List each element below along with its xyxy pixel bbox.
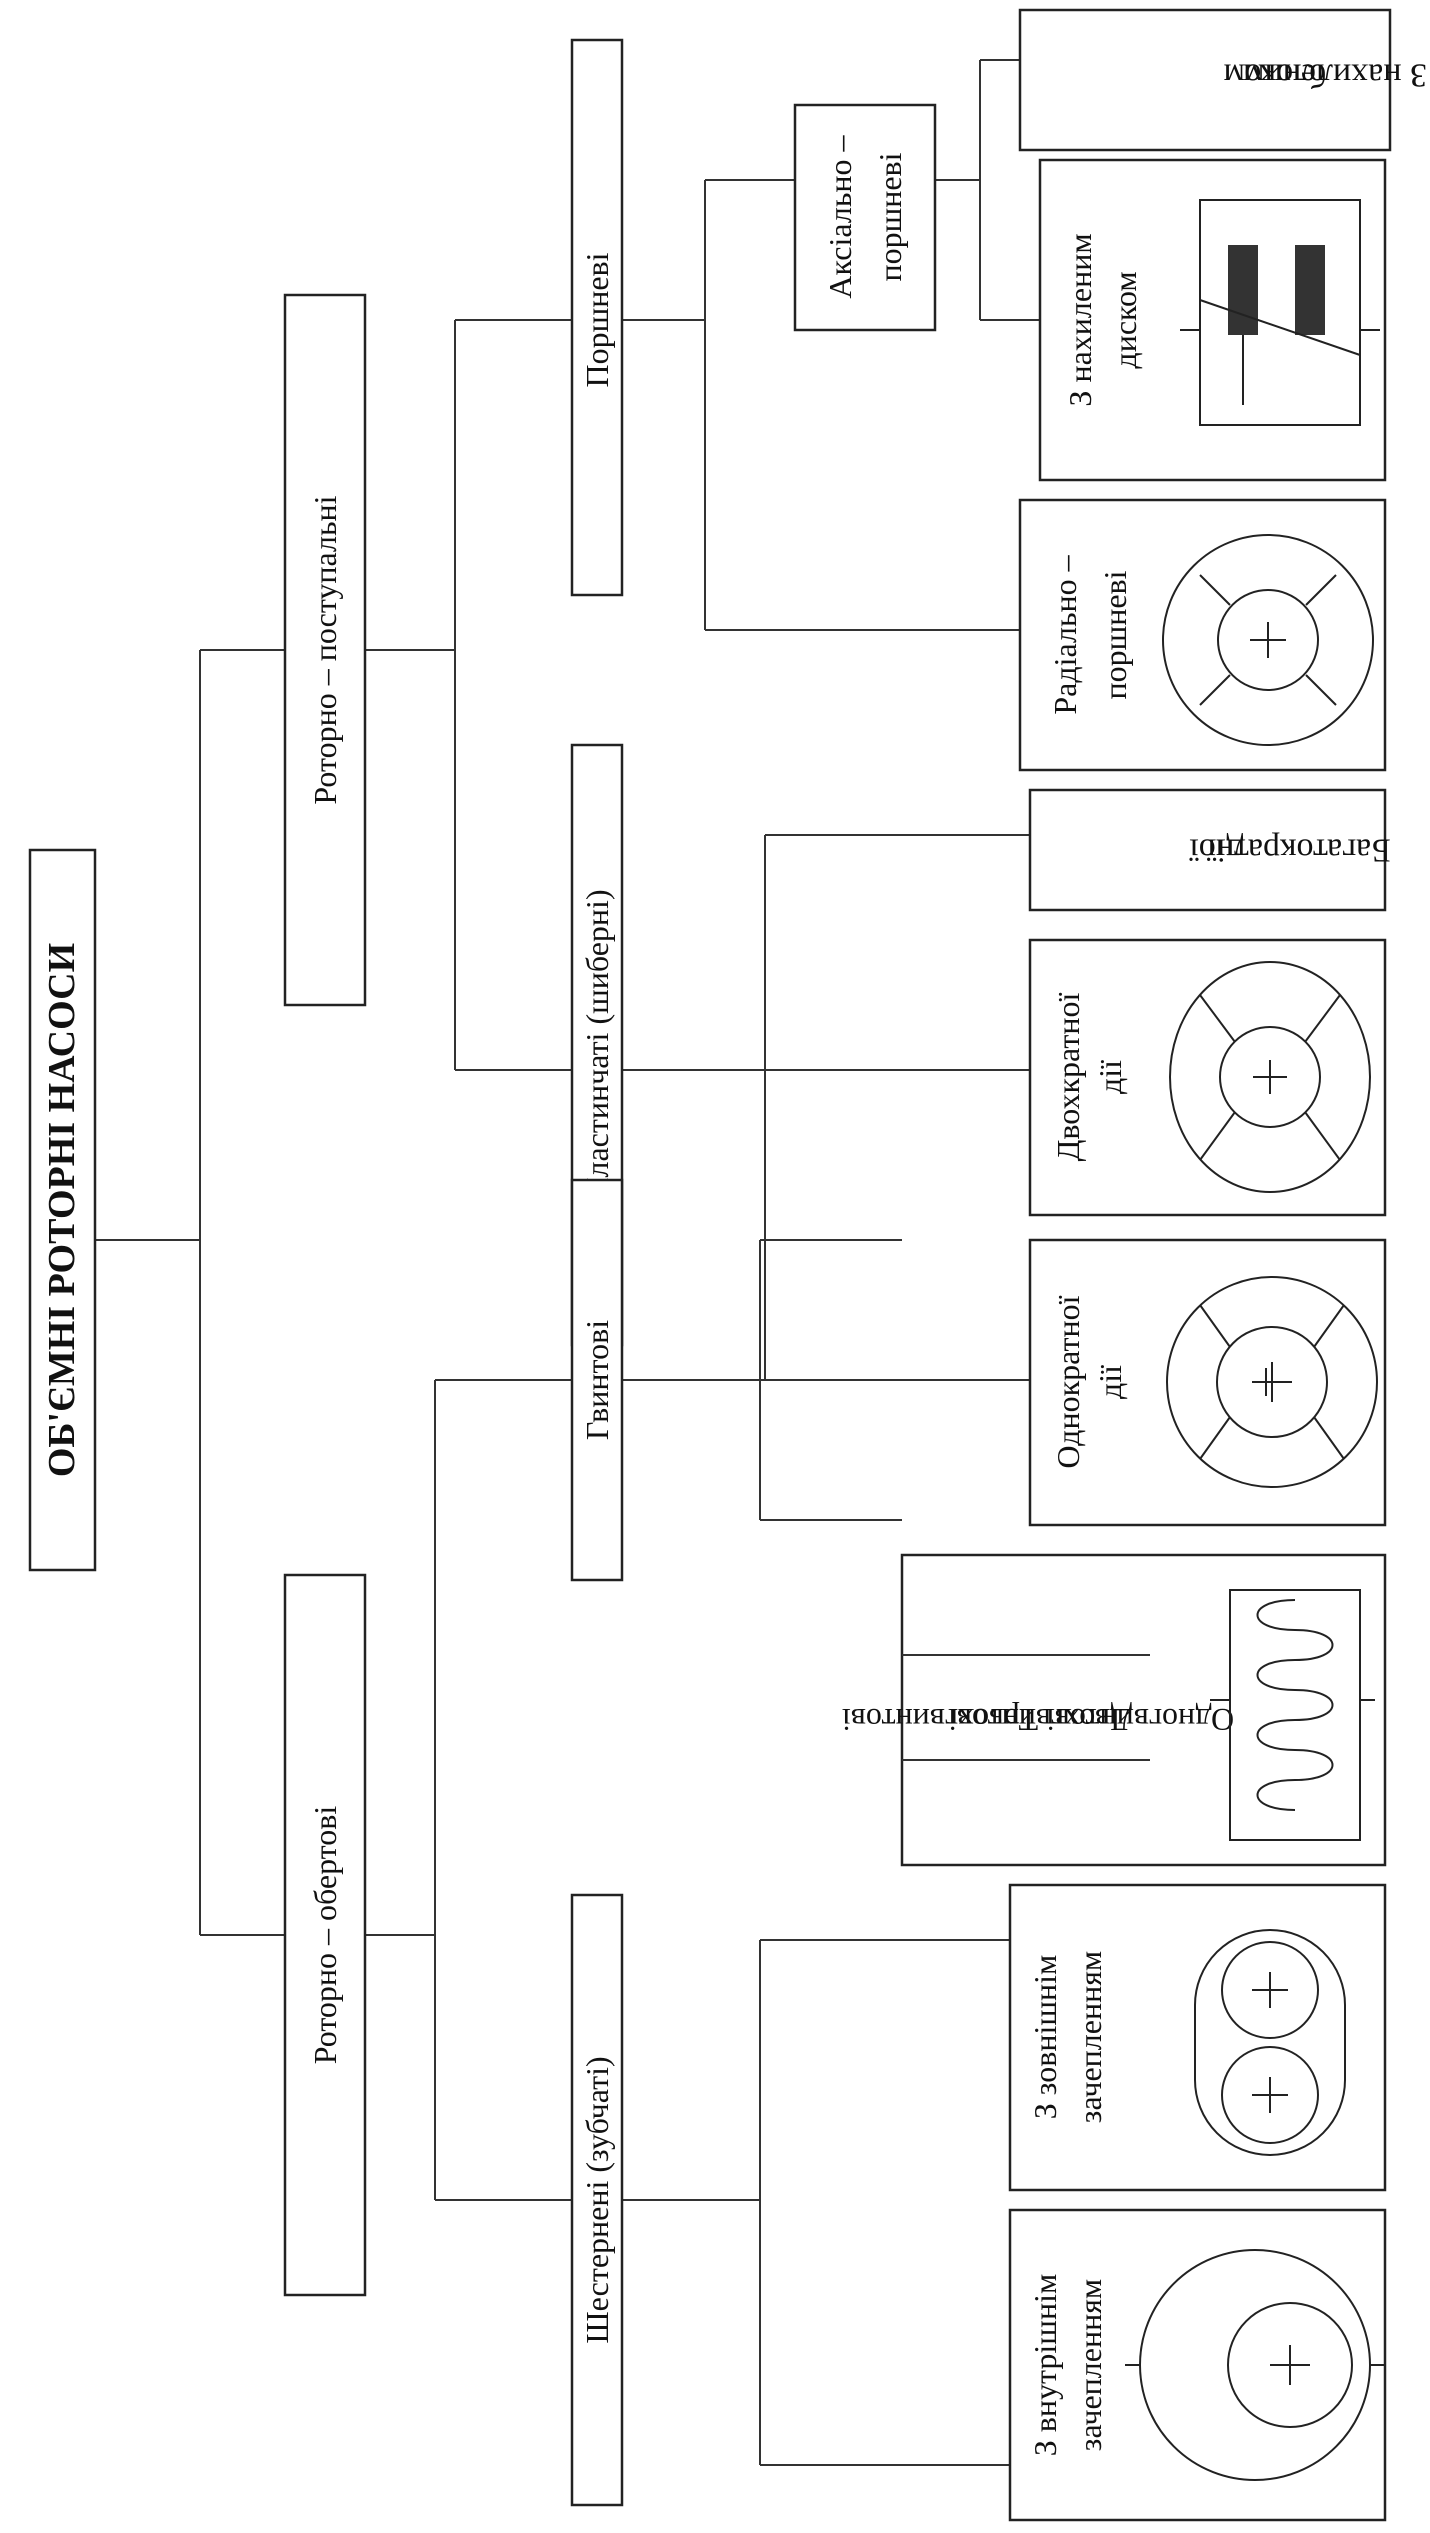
svg-text:Двохкратної: Двохкратної [1050, 992, 1086, 1161]
svg-text:дії: дії [1092, 1060, 1128, 1094]
svg-text:дії: дії [1092, 1365, 1128, 1399]
connector-lines [95, 59, 1040, 2466]
leaf-axial-inclined-block: З нахиленим блоком [1018, 8, 1427, 152]
svg-text:зачепленням: зачепленням [1072, 2279, 1108, 2451]
svg-text:Шестернені (зубчаті): Шестернені (зубчаті) [579, 2056, 615, 2343]
subgroup-axial-piston: Аксіально – поршневі [793, 103, 937, 332]
leaf-vane-single-acting: Однократної дії [1028, 1238, 1387, 1527]
leaf-screw-double: Двохгвинтові [948, 1702, 1132, 1738]
leaf-gear-internal: З внутрішнім зачепленням [1008, 2208, 1387, 2522]
diagram-title: ОБ'ЄМНІ РОТОРНІ НАСОСИ [41, 943, 83, 1477]
svg-text:блоком: блоком [1223, 57, 1326, 94]
svg-text:Гвинтові: Гвинтові [579, 1320, 615, 1440]
screw-rotor-icon [1210, 1589, 1375, 1841]
svg-text:Роторно – поступальні: Роторно – поступальні [307, 495, 343, 804]
subgroup-gear: Шестернені (зубчаті) [570, 1893, 624, 2507]
external-gear-icon [1194, 1929, 1346, 2156]
svg-text:З нахиленим: З нахиленим [1062, 233, 1098, 406]
svg-text:Аксіально –: Аксіально – [822, 134, 858, 298]
svg-text:Багатократної: Багатократної [1189, 832, 1391, 869]
svg-text:З зовнішнім: З зовнішнім [1027, 1955, 1063, 2120]
svg-text:Пластинчаті (шиберні): Пластинчаті (шиберні) [579, 889, 615, 1200]
svg-text:Поршневі: Поршневі [579, 252, 615, 387]
single-acting-vane-icon [1166, 1276, 1378, 1488]
swash-plate-icon [1180, 199, 1380, 426]
svg-text:зачепленням: зачепленням [1072, 1951, 1108, 2123]
subgroup-piston: Поршневі [570, 38, 624, 597]
leaf-screw-single: Одногвинтові [1046, 1702, 1234, 1738]
svg-text:поршневі: поршневі [872, 152, 908, 281]
diagram-title-box: ОБ'ЄМНІ РОТОРНІ НАСОСИ [28, 848, 97, 1572]
leaf-radial-piston: Радіально – поршневі [1018, 498, 1387, 772]
svg-text:З нахиленим: З нахиленим [1243, 57, 1427, 94]
svg-text:З внутрішнім: З внутрішнім [1027, 2274, 1063, 2456]
leaf-screw-triple: Трьохгвинтові [842, 1702, 1038, 1738]
svg-text:диском: диском [1107, 271, 1143, 368]
internal-gear-icon [1125, 2249, 1385, 2481]
svg-text:Однократної: Однократної [1050, 1295, 1086, 1468]
double-acting-vane-icon [1169, 961, 1371, 1193]
svg-text:Радіально –: Радіально – [1047, 554, 1083, 714]
leaf-screw-group: Трьохгвинтові Двохгвинтові Одногвинтові [842, 1553, 1387, 1867]
radial-piston-icon [1162, 534, 1374, 746]
group-rotary-translational: Роторно – поступальні [283, 293, 367, 1007]
leaf-vane-multi-acting: Багатократної дії [1028, 788, 1391, 912]
svg-text:Роторно – обертові: Роторно – обертові [307, 1806, 343, 2065]
svg-text:дії: дії [1206, 832, 1243, 869]
leaf-gear-external: З зовнішнім зачепленням [1008, 1883, 1387, 2192]
leaf-vane-double-acting: Двохкратної дії [1028, 938, 1387, 1217]
group-rotary-rotational: Роторно – обертові [283, 1573, 367, 2297]
subgroup-screw: Гвинтові [570, 1178, 624, 1582]
leaf-axial-inclined-disk: З нахиленим диском [1038, 158, 1387, 482]
svg-text:поршневі: поршневі [1097, 570, 1133, 699]
